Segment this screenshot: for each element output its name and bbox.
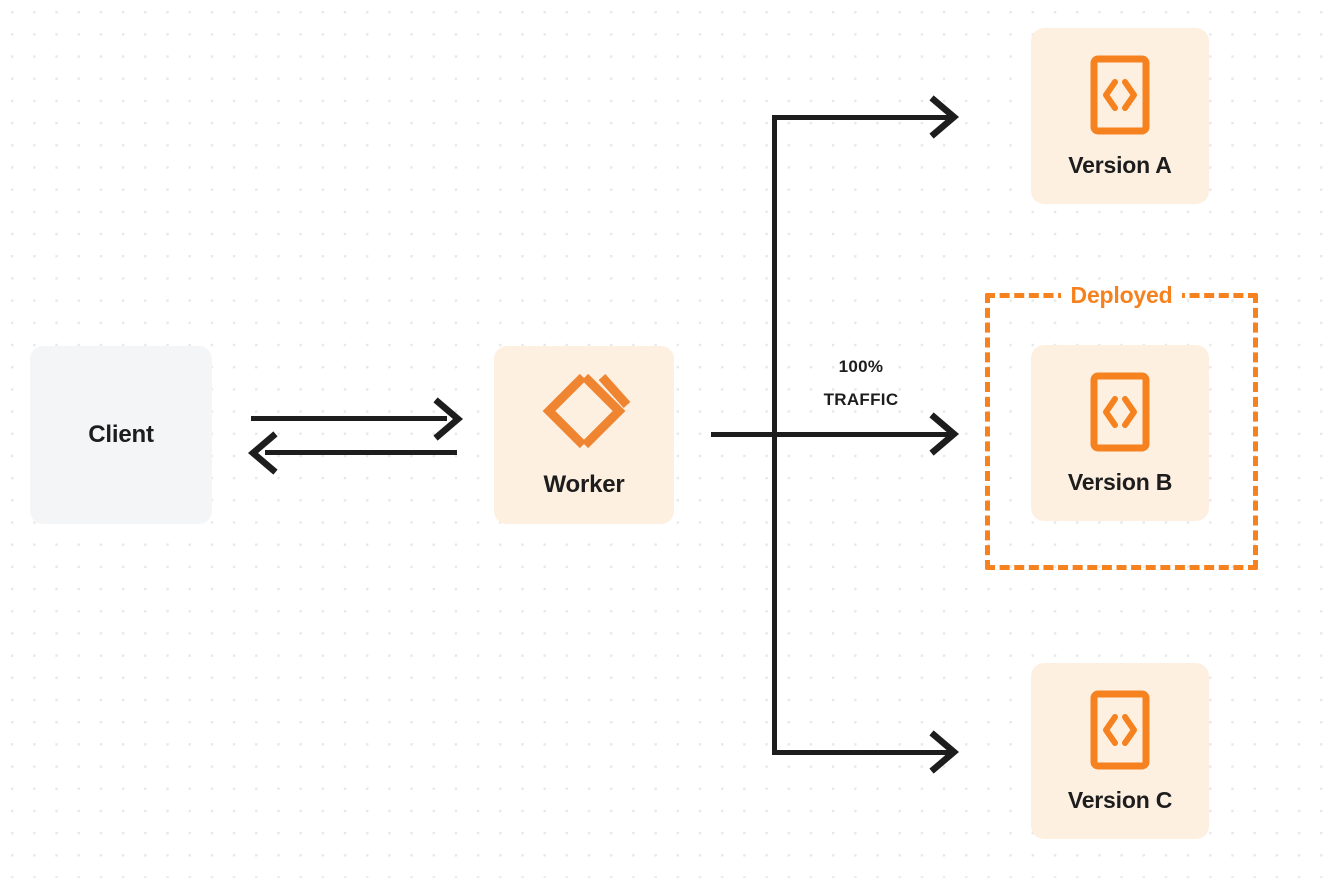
worker-to-client-response-arrowhead (247, 431, 278, 475)
traffic-percent: 100% (838, 357, 884, 376)
code-file-icon (1089, 371, 1151, 453)
version-c-arrowhead (929, 730, 960, 774)
node-version-b-label: Version B (1067, 468, 1173, 495)
deployed-group-frame: Deployed (985, 281, 1258, 570)
client-to-worker-request-line (251, 416, 447, 421)
trunk-to-version-a-line (772, 115, 950, 120)
cloudflare-workers-logo-icon (539, 371, 631, 451)
node-client[interactable]: Client (30, 346, 212, 524)
version-a-arrowhead (929, 95, 960, 139)
node-worker-label: Worker (543, 471, 625, 498)
node-version-b[interactable]: Version B (1031, 345, 1209, 521)
worker-to-trunk-line (711, 432, 951, 437)
worker-to-client-response-line (265, 450, 457, 455)
traffic-word: TRAFFIC (823, 390, 899, 409)
node-version-a[interactable]: Version A (1031, 28, 1209, 204)
trunk-to-version-c-line (772, 750, 950, 755)
node-version-a-label: Version A (1068, 151, 1172, 178)
version-b-arrowhead (929, 412, 960, 456)
code-file-icon (1089, 689, 1151, 771)
traffic-label: 100% TRAFFIC (786, 350, 936, 416)
code-file-icon (1089, 54, 1151, 136)
node-client-label: Client (88, 421, 154, 448)
node-version-c-label: Version C (1067, 786, 1173, 813)
node-worker[interactable]: Worker (494, 346, 674, 524)
node-version-c[interactable]: Version C (1031, 663, 1209, 839)
deployed-group-label: Deployed (1060, 281, 1183, 309)
client-to-worker-request-arrowhead (433, 397, 464, 441)
